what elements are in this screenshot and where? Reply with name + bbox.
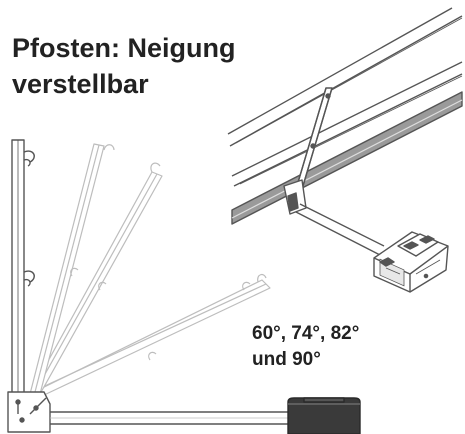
motor-box-icon [287, 397, 361, 434]
post-icon [29, 143, 271, 397]
rail-assembly-drawing [227, 7, 463, 293]
page-title-line-2: verstellbar [12, 69, 149, 99]
angles-caption-line-1: 60°, 74°, 82° [252, 323, 360, 344]
post-icon [11, 139, 35, 397]
page-title-line-1: Pfosten: Neigung [12, 33, 236, 63]
hook-icon [23, 270, 35, 287]
angles-caption-line-2: und 90° [252, 349, 321, 370]
base-plate-icon [7, 391, 51, 433]
bottom-rail [50, 411, 290, 425]
hook-icon [23, 150, 35, 167]
tilt-posts-drawing [7, 139, 361, 434]
